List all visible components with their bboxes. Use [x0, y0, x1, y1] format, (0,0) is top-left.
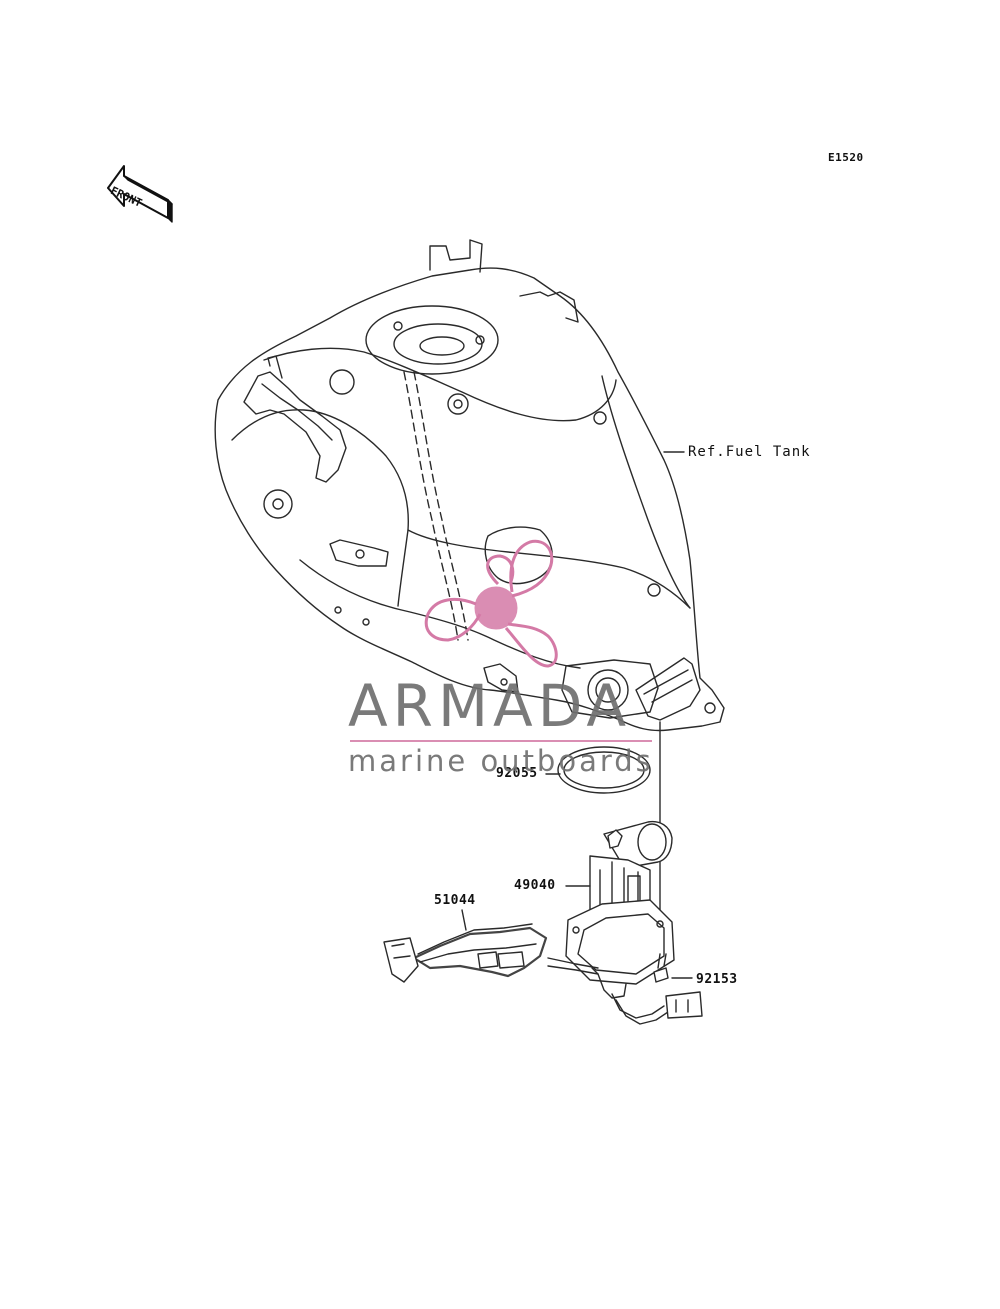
part-number-92055[interactable]: 92055: [496, 766, 538, 781]
part-number-51044[interactable]: 51044: [434, 893, 476, 908]
bolt-icon: [653, 953, 669, 983]
fuel-pump-assembly: [547, 820, 703, 1025]
wiring-harness: [383, 923, 548, 983]
fuel-tank-drawing: [214, 239, 725, 732]
part-number-92153[interactable]: 92153: [696, 972, 738, 987]
front-arrow-icon: [107, 165, 173, 223]
gasket-ring: [557, 746, 651, 794]
watermark-subtitle: marine outboards: [348, 744, 654, 778]
part-number-49040[interactable]: 49040: [514, 878, 556, 893]
watermark-logo-icon: [424, 539, 558, 668]
figure-code: E1520: [828, 151, 864, 164]
watermark-divider: [350, 740, 652, 742]
reference-label: Ref.Fuel Tank: [688, 444, 811, 460]
leader-line-51044: [461, 909, 467, 931]
watermark-title: ARMADA: [348, 672, 632, 740]
